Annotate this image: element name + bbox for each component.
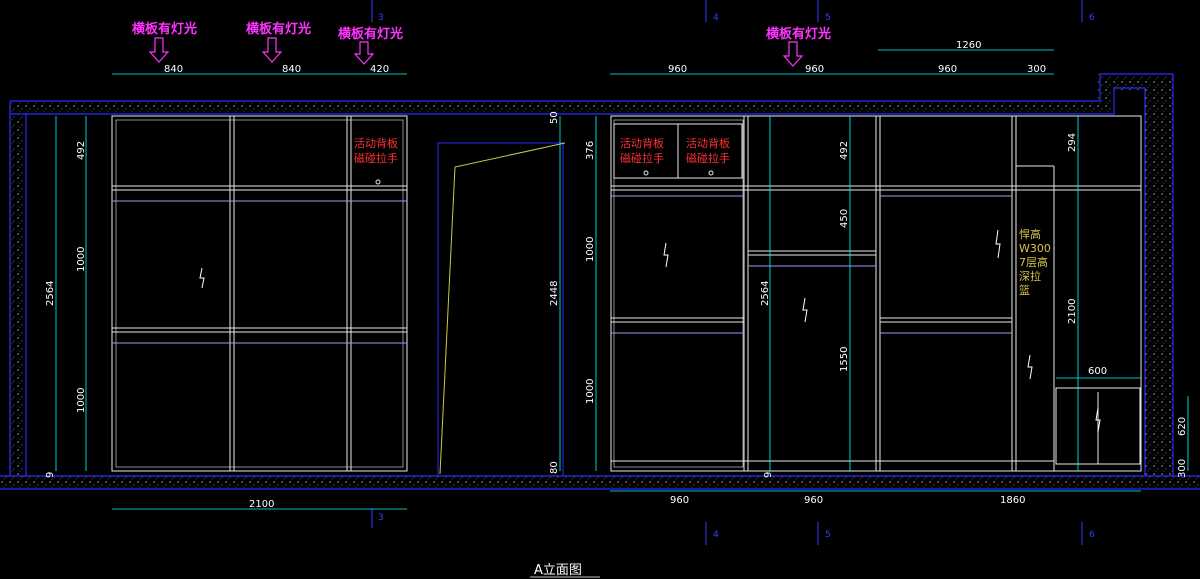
dim-text: 450 [839,209,850,228]
dim-text: 960 [668,64,687,75]
dim-text: 1000 [585,237,596,262]
yellow-note-line: 篮 [1019,283,1030,297]
red-note-line: 磁碰拉手 [620,151,664,165]
red-note-line: 活动背板 [354,136,398,150]
dim-text: 2100 [1067,299,1078,324]
axis-label: 3 [378,513,384,523]
hanger-symbols [663,229,1101,433]
drawing-title: A立面图 [534,563,582,578]
dim-text: 840 [282,64,301,75]
dim-text: 50 [549,111,560,124]
axis-labels: 3 4 5 6 3 4 5 6 [378,13,1095,540]
dim-text: 294 [1067,133,1078,152]
right-vertical-dims: 376 1000 1000 2564 492 450 1550 294 2100… [585,133,1188,478]
axis-markers [371,0,1083,545]
dim-text: 492 [839,141,850,160]
door-opening [437,142,566,477]
yellow-note-line: 7层高 [1019,255,1048,269]
axis-label: 4 [713,13,719,23]
top-dimension-texts: 840 840 420 960 960 960 300 1260 [164,40,1046,75]
wall-outline [0,73,1200,490]
yellow-note-line: 深拉 [1019,269,1041,283]
dim-text: 960 [805,64,824,75]
light-arrows [148,37,804,67]
yellow-note-line: 悍高 [1019,227,1041,241]
dim-text: 2564 [760,281,771,306]
axis-label: 5 [825,13,831,23]
left-vertical-dims: 2564 492 1000 1000 9 [45,141,87,478]
axis-label: 4 [713,530,719,540]
dim-text: 1260 [956,40,981,51]
dim-text: 9 [45,472,56,478]
red-note-line: 活动背板 [686,136,730,150]
axis-label: 6 [1089,13,1095,23]
dim-text: 1550 [839,347,850,372]
dim-text: 9 [763,472,774,478]
dim-text: 300 [1177,459,1188,478]
dim-text: 600 [1088,366,1107,377]
dim-text: 1000 [585,379,596,404]
dim-text: 2564 [45,281,56,306]
light-note: 横板有灯光 [246,21,311,37]
mid-vertical-dims: 2448 50 80 [549,111,560,474]
dim-text: 420 [370,64,389,75]
light-note: 横板有灯光 [766,26,831,42]
dim-text: 2100 [249,499,274,510]
axis-label: 6 [1089,530,1095,540]
red-note-line: 磁碰拉手 [354,151,398,165]
red-note-line: 活动背板 [620,136,664,150]
dim-text: 376 [585,141,596,160]
bottom-dimension-texts: 2100 960 960 1860 [249,495,1025,510]
hanger-rails [611,195,1012,334]
dim-text: 492 [76,141,87,160]
yellow-note: 悍高 W300 7层高 深拉 篮 [1019,227,1051,297]
axis-label: 5 [825,530,831,540]
dim-text: 1000 [76,247,87,272]
dim-text: 620 [1177,417,1188,436]
dim-text: 2448 [549,281,560,306]
light-note: 横板有灯光 [338,26,403,42]
dim-text: 1860 [1000,495,1025,506]
right-wardrobe [610,115,1142,472]
red-notes: 活动背板 磁碰拉手 活动背板 磁碰拉手 活动背板 磁碰拉手 [354,136,730,165]
light-note: 横板有灯光 [132,21,197,37]
axis-label: 3 [378,13,384,23]
dim-text: 300 [1027,64,1046,75]
hanger-symbol [199,267,205,289]
light-notes: 横板有灯光 横板有灯光 横板有灯光 横板有灯光 [132,21,831,42]
yellow-note-line: W300 [1019,242,1051,255]
dim-text: 960 [938,64,957,75]
dim-text: 80 [549,461,560,474]
left-wardrobe [111,115,408,472]
wall-hatch [0,74,1200,489]
dim-text: 1000 [76,388,87,413]
dim-text: 960 [804,495,823,506]
dim-text: 840 [164,64,183,75]
dimension-lines [55,49,1189,510]
dim-text: 960 [670,495,689,506]
red-note-line: 磁碰拉手 [686,151,730,165]
